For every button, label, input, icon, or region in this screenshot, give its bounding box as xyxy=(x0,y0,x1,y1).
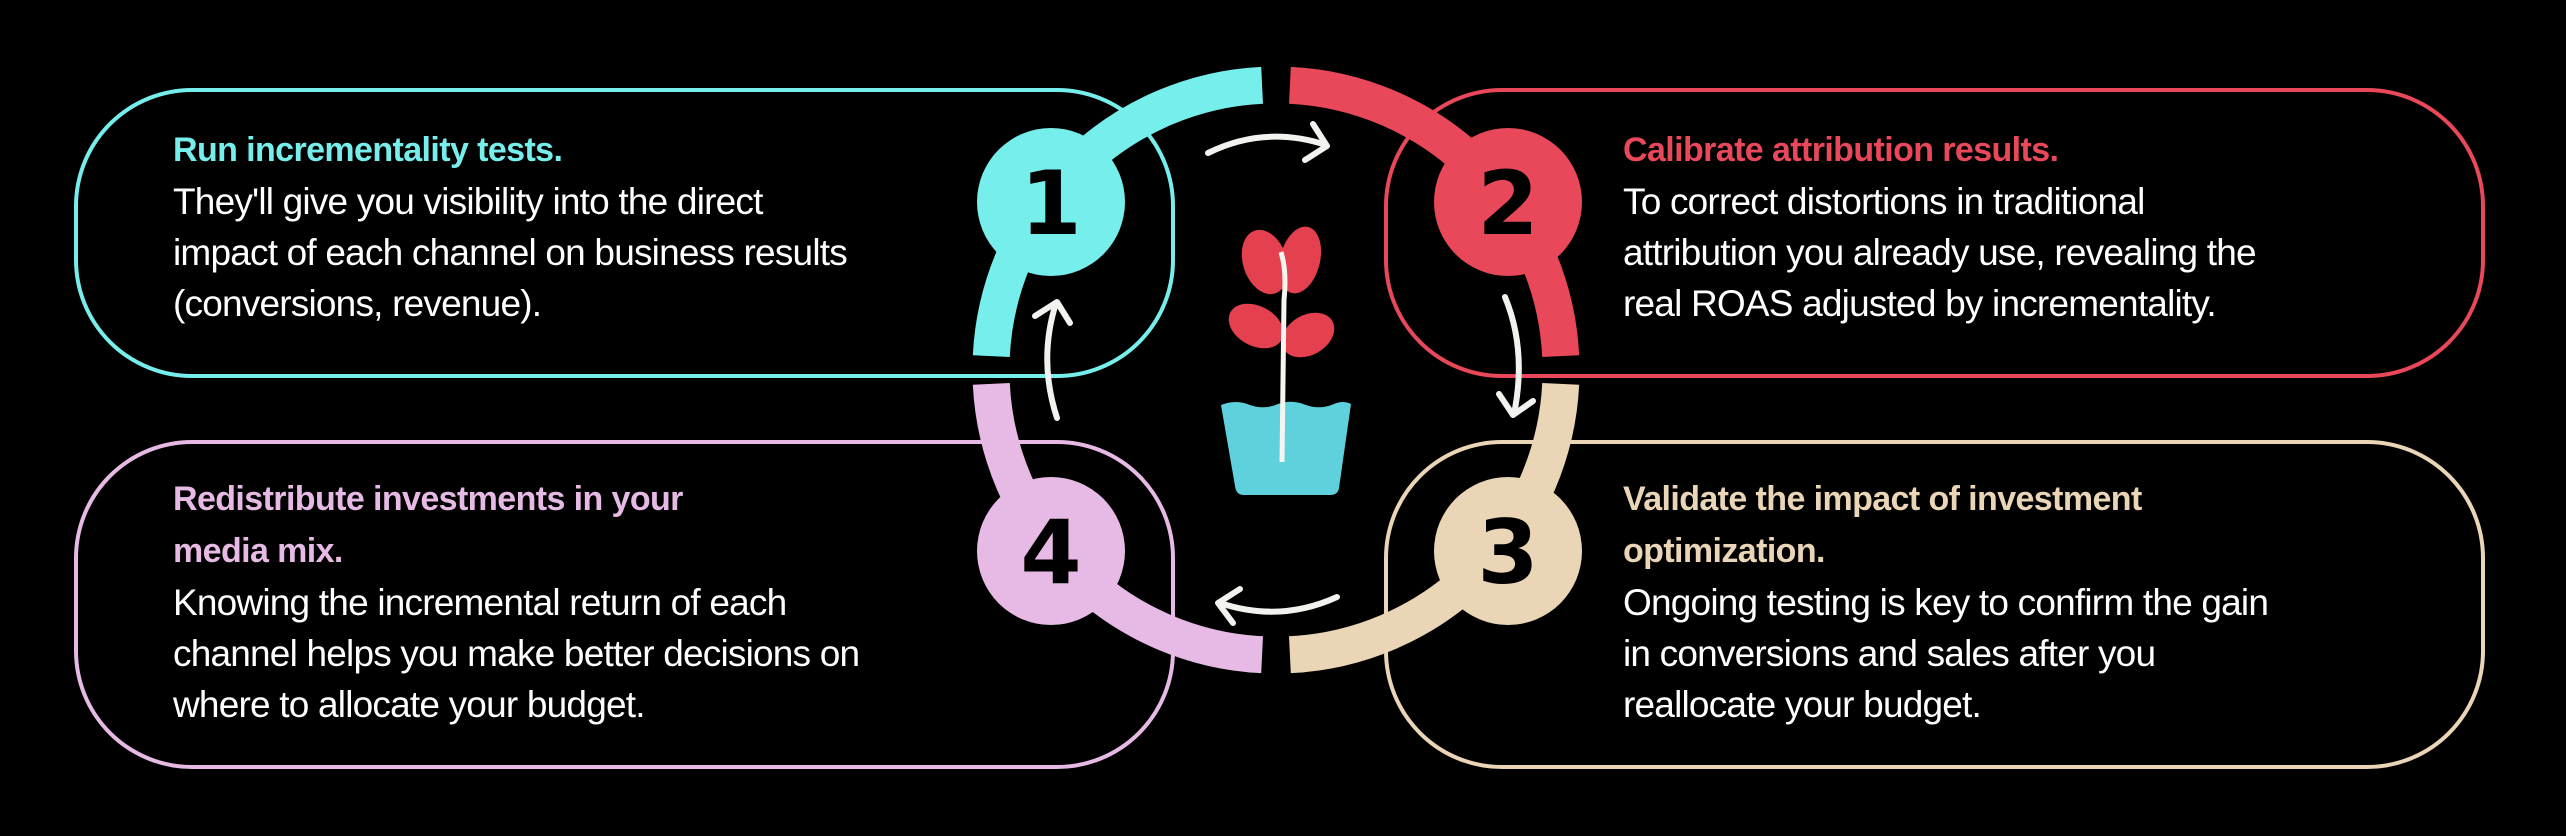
arrow-head xyxy=(1215,586,1243,626)
step-2-body-line: attribution you already use, revealing t… xyxy=(1623,232,2257,273)
step-2-body-line: real ROAS adjusted by incrementality. xyxy=(1623,283,2217,324)
step-2-title: Calibrate attribution results. xyxy=(1623,131,2059,169)
plant-lower-right-leaf xyxy=(1281,312,1335,358)
arrow-shaft xyxy=(1205,133,1329,156)
step-3-card xyxy=(1384,440,2485,769)
step-3-body-line: in conversions and sales after you xyxy=(1623,633,2156,674)
step-2-number: 2 xyxy=(1477,152,1538,255)
step-4-title-line-2: media mix. xyxy=(173,532,343,570)
arrow-2-to-3-icon xyxy=(1496,294,1536,418)
plant-pot xyxy=(1221,401,1351,495)
step-4-body-line: where to allocate your budget. xyxy=(173,684,646,725)
step-1-body-line: impact of each channel on business resul… xyxy=(173,232,848,273)
arrow-1-to-2-icon xyxy=(1205,121,1330,163)
arrow-head xyxy=(1496,391,1536,418)
step-1-number: 1 xyxy=(1020,152,1081,255)
arrow-shaft xyxy=(1502,294,1522,417)
plant-top-left-petal xyxy=(1241,229,1289,295)
step-2-card xyxy=(1384,88,2485,378)
step-3-body-line: reallocate your budget. xyxy=(1623,684,1982,725)
plant-top-right-petal xyxy=(1278,226,1322,294)
step-4-body-line: Knowing the incremental return of each xyxy=(173,582,787,623)
step-3-number: 3 xyxy=(1477,501,1538,604)
step-2-body-line: To correct distortions in traditional xyxy=(1623,181,2145,222)
step-4-body-line: channel helps you make better decisions … xyxy=(173,633,860,674)
plant-lower-left-leaf xyxy=(1228,303,1284,349)
plant-stem xyxy=(1278,251,1288,463)
step-3-badge xyxy=(1434,477,1582,625)
step-4-number: 4 xyxy=(1020,501,1081,604)
step-1-title: Run incrementality tests. xyxy=(173,131,563,169)
step-3-title: Validate the impact of investment xyxy=(1623,480,2142,518)
arrow-head xyxy=(1032,299,1073,326)
step-1-body-line: (conversions, revenue). xyxy=(173,283,542,324)
step-4-title: Redistribute investments in your xyxy=(173,480,683,518)
arrow-shaft xyxy=(1217,594,1340,615)
step-1-badge xyxy=(977,128,1125,276)
step-1-card xyxy=(74,88,1175,378)
arrow-head xyxy=(1302,121,1330,163)
step-2-badge xyxy=(1434,128,1582,276)
plant-in-pot-icon xyxy=(1221,226,1351,495)
step-1-body-line: They'll give you visibility into the dir… xyxy=(173,181,763,222)
step-3-text: Validate the impact of investment optimi… xyxy=(1623,473,2269,730)
step-4-text: Redistribute investments in your media m… xyxy=(173,473,860,730)
step-3-title-line-2: optimization. xyxy=(1623,532,1825,570)
step-3-body-line: Ongoing testing is key to confirm the ga… xyxy=(1623,582,2269,623)
arrow-3-to-4-icon xyxy=(1215,586,1340,626)
arrow-shaft xyxy=(1044,300,1060,421)
step-2-text: Calibrate attribution results. To correc… xyxy=(1623,124,2257,329)
step-1-text: Run incrementality tests. They'll give y… xyxy=(173,124,848,329)
step-4-badge xyxy=(977,477,1125,625)
step-4-card xyxy=(74,440,1175,769)
arrow-4-to-1-icon xyxy=(1032,299,1073,421)
